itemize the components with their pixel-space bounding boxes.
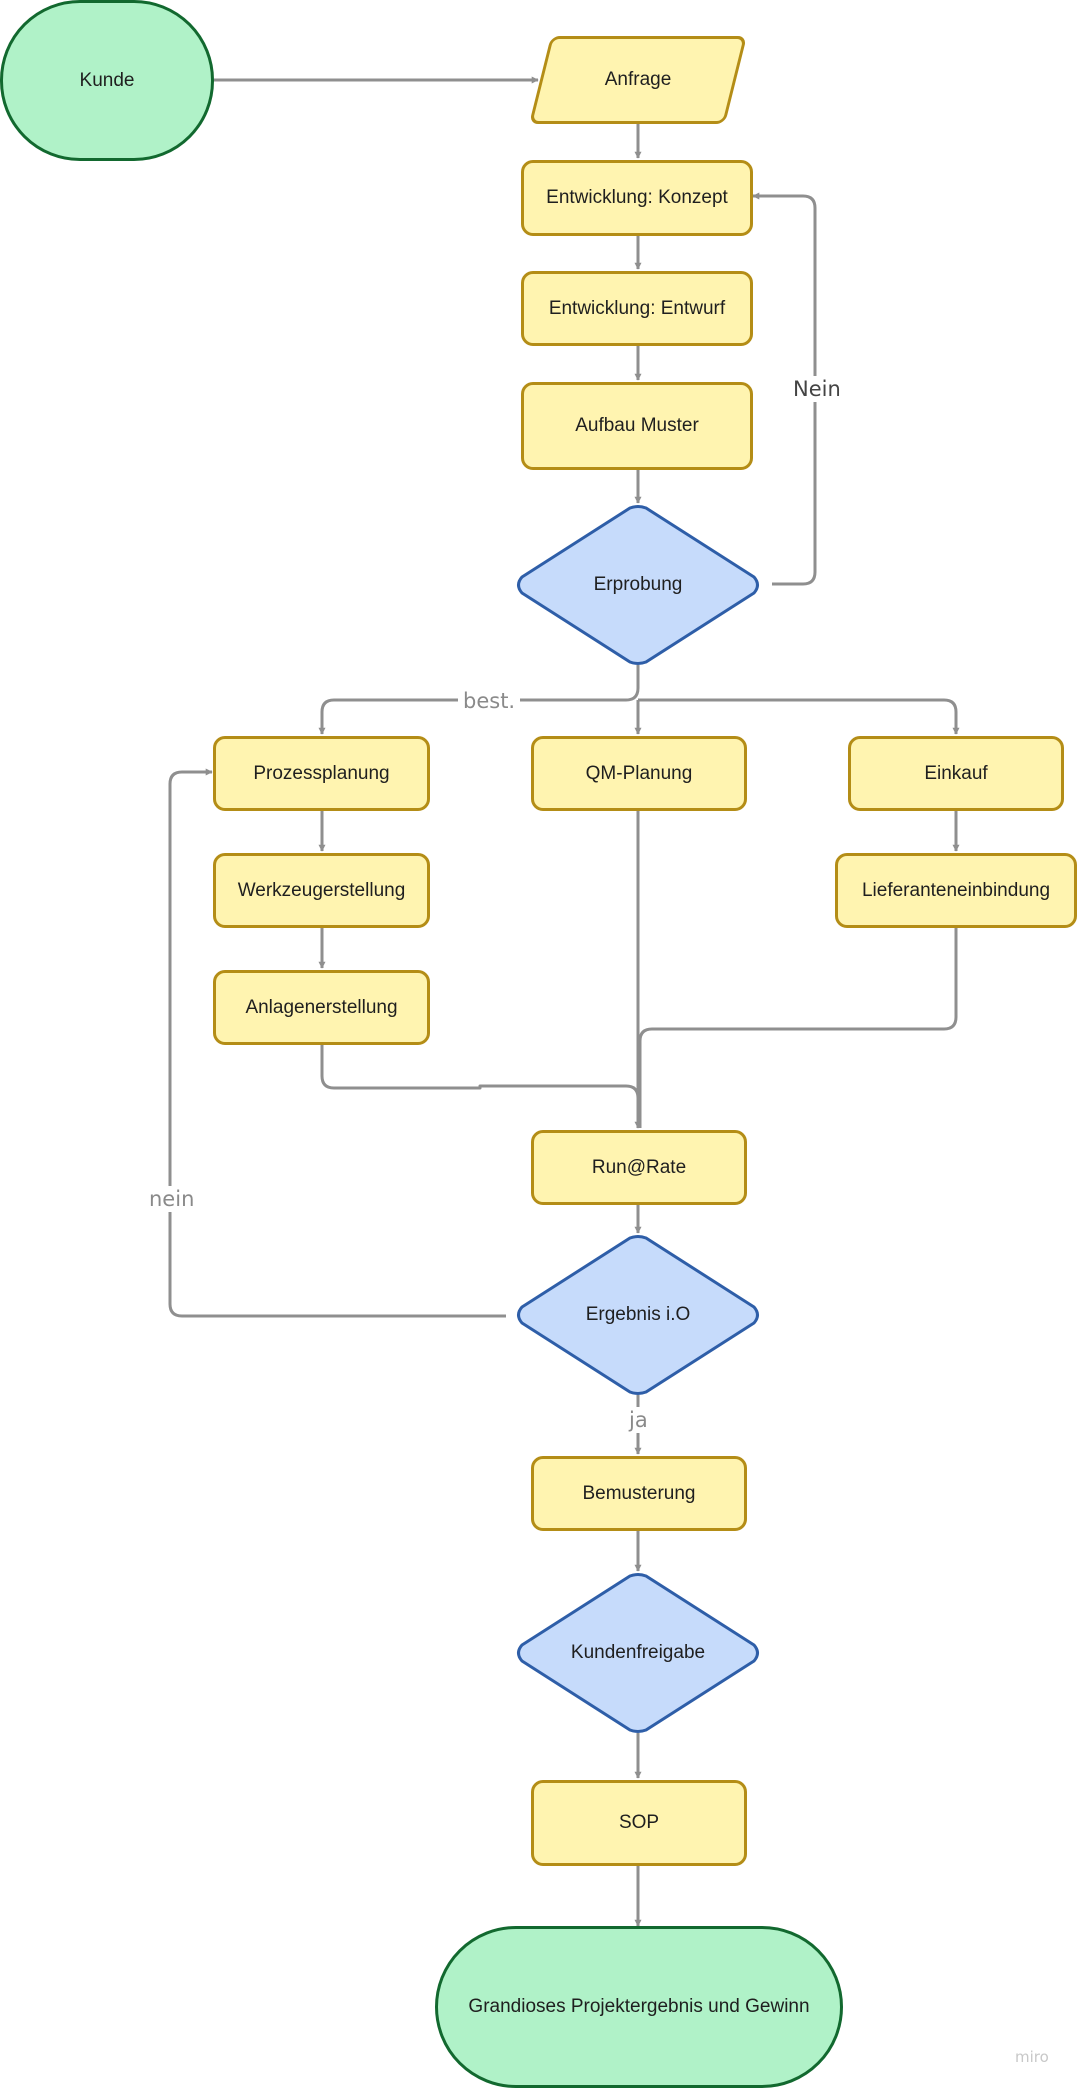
konzept-box[interactable]: Entwicklung: Konzept xyxy=(521,160,753,236)
edge-lieferanten-runrate xyxy=(638,928,958,1128)
bemusterung-label: Bemusterung xyxy=(582,1482,696,1504)
erprobung-label: Erprobung xyxy=(593,574,683,595)
diamond-shape xyxy=(517,1235,759,1395)
ergebnis-label: Ergebnis i.O xyxy=(585,1304,691,1325)
runrate-box[interactable]: Run@Rate xyxy=(531,1130,747,1205)
edge-label-nein-upper: Nein xyxy=(788,376,846,402)
einkauf-box[interactable]: Einkauf xyxy=(848,736,1064,811)
qm-planung-box[interactable]: QM-Planung xyxy=(531,736,747,811)
konzept-label: Entwicklung: Konzept xyxy=(546,187,728,208)
miro-watermark: miro xyxy=(1015,2048,1049,2066)
edge-label-best: best. xyxy=(458,688,521,714)
erprobung-decision[interactable]: Erprobung xyxy=(512,505,764,665)
edge-label-nein-lower: nein xyxy=(144,1186,200,1212)
muster-label: Aufbau Muster xyxy=(575,415,699,436)
lieferanten-label: Lieferanteneinbindung xyxy=(861,879,1051,901)
qm-planung-label: QM-Planung xyxy=(585,762,693,784)
kunde-terminal[interactable]: Kunde xyxy=(0,0,214,161)
muster-box[interactable]: Aufbau Muster xyxy=(521,382,753,470)
sop-box[interactable]: SOP xyxy=(531,1780,747,1866)
edge-anlagen-runrate xyxy=(320,1045,640,1128)
edge-label-ja: ja xyxy=(624,1407,653,1433)
bemusterung-box[interactable]: Bemusterung xyxy=(531,1456,747,1531)
anlagen-label: Anlagenerstellung xyxy=(245,996,398,1018)
edge-ergebnis-prozess xyxy=(168,768,506,1318)
anfrage-input[interactable]: Anfrage xyxy=(540,36,736,124)
anlagen-box[interactable]: Anlagenerstellung xyxy=(213,970,430,1045)
ende-label: Grandioses Projektergebnis und Gewinn xyxy=(468,1996,810,2017)
diamond-shape xyxy=(517,505,759,665)
prozessplanung-box[interactable]: Prozessplanung xyxy=(213,736,430,811)
ergebnis-decision[interactable]: Ergebnis i.O xyxy=(512,1235,764,1395)
kunde-label: Kunde xyxy=(79,69,135,91)
werkzeug-box[interactable]: Werkzeugerstellung xyxy=(213,853,430,928)
sop-label: SOP xyxy=(618,1812,660,1833)
einkauf-label: Einkauf xyxy=(924,762,988,784)
entwurf-label: Entwicklung: Entwurf xyxy=(548,297,726,319)
anfrage-label: Anfrage xyxy=(604,69,672,90)
runrate-label: Run@Rate xyxy=(591,1156,687,1178)
prozessplanung-label: Prozessplanung xyxy=(253,762,390,784)
edge-erprobung-einkauf xyxy=(638,698,960,735)
entwurf-box[interactable]: Entwicklung: Entwurf xyxy=(521,271,753,346)
ende-terminal[interactable]: Grandioses Projektergebnis und Gewinn xyxy=(435,1926,843,2088)
diamond-shape xyxy=(517,1573,759,1733)
kundenfreigabe-decision[interactable]: Kundenfreigabe xyxy=(512,1573,764,1733)
werkzeug-label: Werkzeugerstellung xyxy=(237,879,406,901)
kundenfreigabe-label: Kundenfreigabe xyxy=(570,1642,706,1663)
lieferanten-box[interactable]: Lieferanteneinbindung xyxy=(835,853,1077,928)
